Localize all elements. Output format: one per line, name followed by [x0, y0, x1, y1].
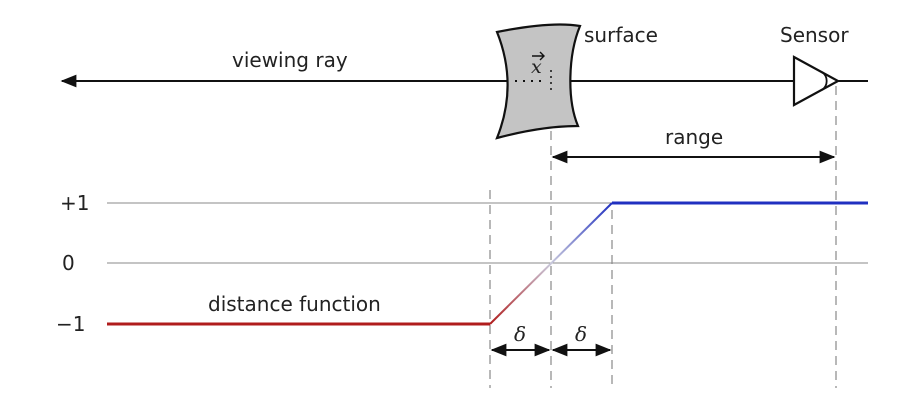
tick-zero: 0 [62, 251, 75, 275]
range-label: range [665, 125, 723, 149]
surface-patch [495, 23, 582, 140]
delta-left-label: δ [514, 322, 526, 346]
tick-plus-one: +1 [60, 191, 89, 215]
distance-function-label: distance function [208, 292, 381, 316]
point-x-vector-arrow [532, 51, 545, 61]
viewing-ray-label: viewing ray [232, 48, 348, 72]
delta-right-label: δ [575, 322, 587, 346]
tick-minus-one: −1 [56, 312, 85, 336]
distance-function-ramp [489, 202, 613, 325]
sensor-aperture [821, 71, 828, 91]
point-x-label: x [531, 56, 542, 78]
sensor-label: Sensor [780, 23, 849, 47]
sensor-icon [792, 55, 841, 107]
surface-label: surface [584, 23, 658, 47]
